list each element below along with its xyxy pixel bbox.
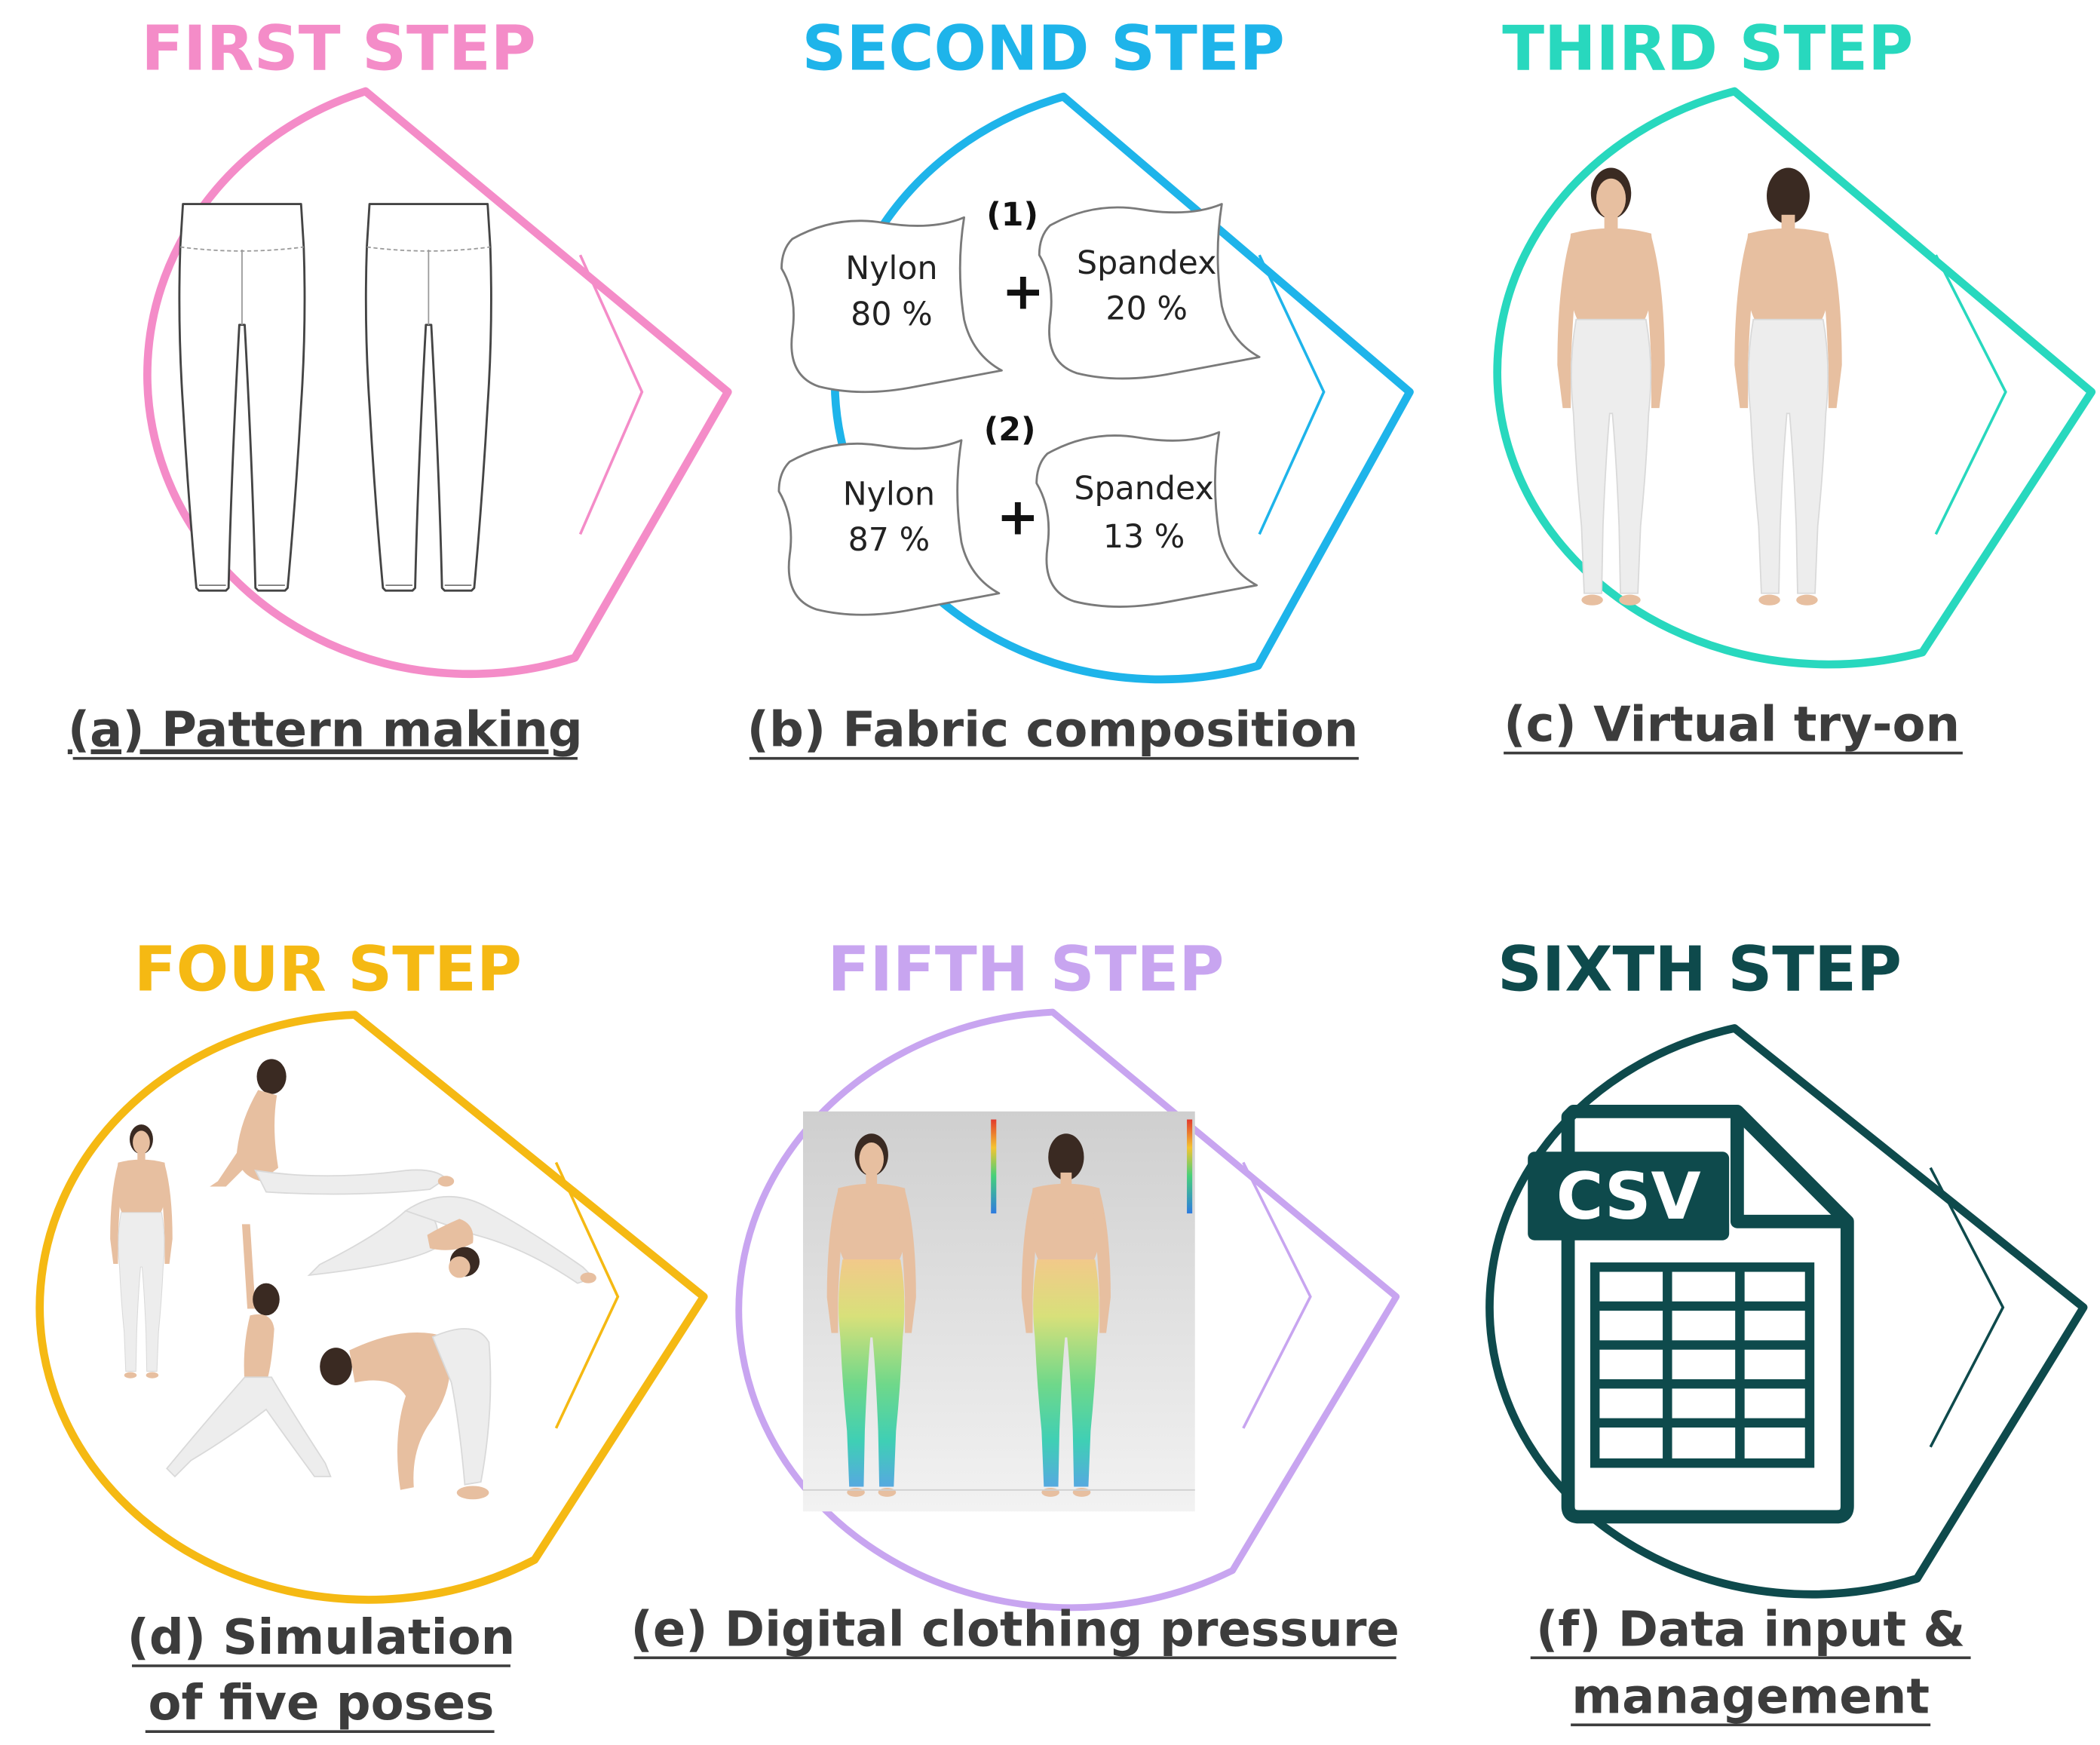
caption-third: (c) Virtual try-on xyxy=(1504,698,1960,753)
step-title-first: FIRST STEP xyxy=(141,14,535,85)
fabric-swatch-nylon-2: Nylon 87 % xyxy=(777,439,1001,616)
step-sixth: SIXTH STEP CSV (f) Data input & manageme… xyxy=(1485,934,2088,1727)
csv-label: CSV xyxy=(1556,1160,1701,1234)
step-title-third: THIRD STEP xyxy=(1502,14,1913,85)
fabric-swatch-spandex-1: Spandex 20 % xyxy=(1038,203,1261,380)
leggings-pattern-back-icon xyxy=(364,203,492,592)
step-title-second: SECOND STEP xyxy=(802,14,1284,85)
fabric-1-b-name: Spandex xyxy=(1077,244,1216,282)
pose-cobra xyxy=(210,1059,455,1195)
pose-warrior xyxy=(166,1224,332,1478)
fabric-1-b-pct: 20 % xyxy=(1105,290,1188,328)
step-fourth: FOUR STEP xyxy=(35,934,708,1733)
fabric-swatch-spandex-2: Spandex 13 % xyxy=(1035,431,1258,608)
csv-file-icon: CSV xyxy=(1528,1104,1854,1524)
fabric-swatch-nylon-1: Nylon 80 % xyxy=(780,216,1003,394)
lens-pink xyxy=(143,87,732,678)
pressure-map-panel xyxy=(802,1111,1195,1512)
step-first: FIRST STEP (a) Pattern making xyxy=(68,14,732,760)
lens-gold xyxy=(35,1011,708,1604)
pose-forward-bend xyxy=(320,1328,492,1500)
step-third: THIRD STEP (c) Virtual try-on xyxy=(1493,14,2096,755)
fabric-1-a-name: Nylon xyxy=(845,250,937,287)
lens-darkteal xyxy=(1485,1024,2088,1599)
fabric-option-1-plus: + xyxy=(1002,261,1045,320)
step-title-fourth: FOUR STEP xyxy=(134,934,522,1006)
caption-first: (a) Pattern making xyxy=(68,703,583,759)
avatar-front xyxy=(1556,167,1666,606)
pose-backbend xyxy=(307,1195,596,1284)
caption-fifth: (e) Digital clothing pressure xyxy=(631,1602,1399,1658)
fabric-option-2-plus: + xyxy=(996,486,1039,546)
fabric-2-b-pct: 13 % xyxy=(1103,518,1185,556)
leggings-pattern-front-icon xyxy=(178,203,306,592)
caption-second: (b) Fabric composition xyxy=(747,703,1359,759)
pressure-scale-left xyxy=(991,1119,997,1214)
fabric-option-2-marker: (2) xyxy=(984,411,1036,449)
fabric-2-b-name: Spandex xyxy=(1074,470,1213,508)
caption-sixth-line2: management xyxy=(1571,1669,1930,1725)
step-fifth: FIFTH STEP (e) Digital clothing pressure xyxy=(631,934,1400,1660)
fabric-1-a-pct: 80 % xyxy=(851,296,933,333)
fabric-2-a-name: Nylon xyxy=(843,475,935,513)
step-second: SECOND STEP (1) Nylon 80 % + Spandex 20 … xyxy=(747,14,1414,760)
fabric-option-2: (2) Nylon 87 % + Spandex 13 % xyxy=(777,411,1258,616)
step-title-fifth: FIFTH STEP xyxy=(828,934,1225,1006)
caption-sixth-line1: (f) Data input & xyxy=(1536,1602,1965,1658)
caption-fourth-line1: (d) Simulation xyxy=(127,1610,516,1666)
caption-fourth-line2: of five poses xyxy=(149,1676,495,1731)
avatar-back xyxy=(1734,167,1843,606)
fabric-option-1: (1) Nylon 80 % + Spandex 20 % xyxy=(780,196,1261,394)
fabric-2-a-pct: 87 % xyxy=(848,521,930,559)
lens-lavender xyxy=(735,1008,1400,1612)
spreadsheet-grid xyxy=(1590,1262,1815,1468)
pressure-scale-right xyxy=(1187,1119,1193,1214)
fabric-option-1-marker: (1) xyxy=(986,196,1038,234)
step-title-sixth: SIXTH STEP xyxy=(1498,934,1902,1006)
pose-standing xyxy=(109,1124,173,1379)
lens-teal xyxy=(1493,87,2096,669)
